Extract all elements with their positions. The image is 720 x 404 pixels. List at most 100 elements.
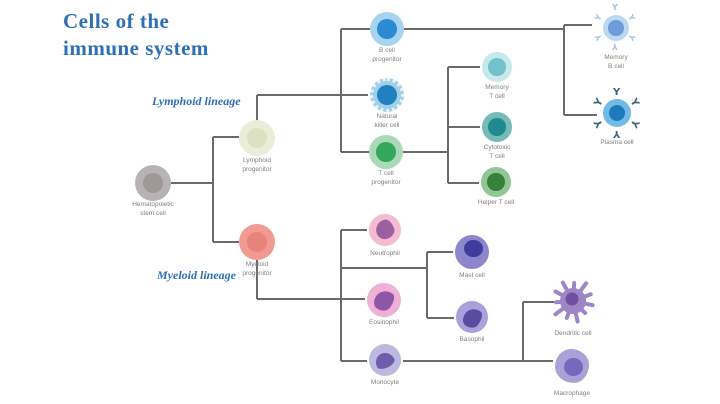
connector-line — [340, 230, 342, 361]
plasma-cell-nucleus — [608, 104, 626, 122]
memory-t-cell-nucleus — [488, 58, 506, 76]
title-line-1: Cells of the — [63, 9, 170, 33]
antibody-icon: Y — [613, 87, 621, 98]
memory-t-cell-label-line: Memory — [485, 84, 509, 91]
connector-line — [257, 298, 365, 300]
cell-mast-cell: Mast cell — [455, 235, 489, 279]
b-cell-progenitor-nucleus — [377, 19, 397, 39]
lymphoid-progenitor-nucleus — [246, 127, 268, 149]
lymphoid-progenitor-label-line: Lymphoid — [243, 157, 271, 164]
connector-line — [213, 241, 239, 243]
hsc-label: Hematopoietic stem cell — [108, 200, 198, 218]
connector-line — [448, 66, 480, 68]
macrophage-label: Macrophage — [527, 389, 617, 398]
title-line-2: immune system — [63, 36, 209, 60]
connector-line — [403, 360, 523, 362]
memory-b-cell-label-line: B cell — [608, 63, 624, 70]
antibody-icon: Y — [592, 31, 604, 42]
connector-line — [427, 317, 454, 319]
cell-eosinophil: Eosinophil — [367, 283, 401, 326]
connector-line — [522, 302, 524, 361]
natural-killer-cell-nucleus — [377, 85, 397, 105]
antibody-icon: Y — [612, 42, 618, 51]
macrophage-label-line: Macrophage — [553, 390, 591, 397]
cell-b-cell-progenitor: B cell progenitor — [370, 12, 404, 63]
page-title: Cells of the immune system — [63, 8, 209, 62]
hsc-nucleus — [142, 172, 164, 194]
hsc-label-line: stem cell — [140, 210, 166, 217]
connector-line — [404, 28, 564, 30]
connector-line — [341, 267, 427, 269]
antibody-icon: Y — [613, 128, 621, 139]
myeloid-progenitor-label-line: Myeloid — [245, 261, 269, 268]
connector-line — [341, 151, 369, 153]
memory-b-cell-nucleus — [608, 20, 624, 36]
connector-line — [403, 151, 448, 153]
memory-t-cell-label: Memory T cell — [452, 83, 542, 101]
monocyte-label: Monocyte — [340, 378, 430, 387]
connector-line — [171, 182, 213, 184]
cytotoxic-t-cell-label-line: Cytotoxic — [483, 144, 511, 151]
connector-line — [341, 360, 367, 362]
connector-line — [257, 94, 368, 96]
helper-t-cell-nucleus — [487, 173, 505, 191]
connector-line — [340, 29, 342, 152]
connector-line — [523, 301, 554, 303]
natural-killer-cell-label-line: Natural — [376, 113, 398, 120]
b-cell-progenitor-label-line: B cell — [379, 47, 395, 54]
connector-line — [448, 126, 480, 128]
mast-cell-nucleus — [464, 239, 484, 258]
cell-macrophage: Macrophage — [554, 349, 590, 397]
b-cell-progenitor-label-line: progenitor — [372, 56, 402, 63]
cell-basophil: Basophil — [456, 301, 488, 343]
antibody-icon: Y — [626, 31, 638, 42]
connector-line — [426, 252, 428, 318]
antibody-icon: Y — [592, 117, 606, 130]
cell-memory-t-cell: Memory T cell — [482, 52, 512, 100]
memory-b-cell-label: Memory B cell — [571, 53, 661, 71]
connector-line — [341, 28, 370, 30]
helper-t-cell-label-line: Helper T cell — [477, 199, 515, 206]
dendritic-cell-shape — [553, 280, 595, 324]
antibody-icon: Y — [627, 96, 641, 109]
cell-dendritic-cell: Dendritic cell — [553, 280, 595, 337]
basophil-label: Basophil — [427, 335, 517, 344]
myeloid-lineage-label: Myeloid lineage — [157, 268, 236, 282]
cell-monocyte: Monocyte — [369, 344, 401, 386]
connector-line — [212, 137, 214, 242]
mast-cell-label: Mast cell — [427, 271, 517, 280]
dendritic-cell-label: Dendritic cell — [528, 329, 618, 338]
antibody-icon: Y — [612, 3, 618, 12]
hsc-label-line: Hematopoietic — [132, 201, 174, 208]
connector-line — [213, 136, 239, 138]
eosinophil-label: Eosinophil — [339, 318, 429, 327]
memory-t-cell-label-line: T cell — [489, 93, 505, 100]
t-cell-progenitor-nucleus — [376, 142, 396, 162]
cell-helper-t-cell: Helper T cell — [478, 167, 514, 206]
lymphoid-progenitor-label: Lymphoid progenitor — [212, 156, 302, 174]
antibody-icon: Y — [626, 12, 638, 23]
lymphoid-lineage-label: Lymphoid lineage — [152, 94, 241, 108]
dendritic-cell-label-line: Dendritic cell — [554, 330, 592, 337]
t-cell-progenitor-label-line: progenitor — [371, 179, 401, 186]
lymphoid-progenitor-label-line: progenitor — [242, 166, 272, 173]
myeloid-progenitor-nucleus — [246, 231, 268, 253]
connector-line — [447, 67, 449, 183]
neutrophil-label: Neutrophil — [340, 249, 430, 258]
memory-b-cell-label-line: Memory — [604, 54, 628, 61]
cell-neutrophil: Neutrophil — [369, 214, 401, 257]
connector-line — [564, 114, 597, 116]
connector-line — [427, 251, 453, 253]
cytotoxic-t-cell-nucleus — [488, 118, 506, 136]
antibody-icon: Y — [627, 117, 641, 130]
plasma-cell-label-line: Plasma cell — [600, 139, 634, 146]
